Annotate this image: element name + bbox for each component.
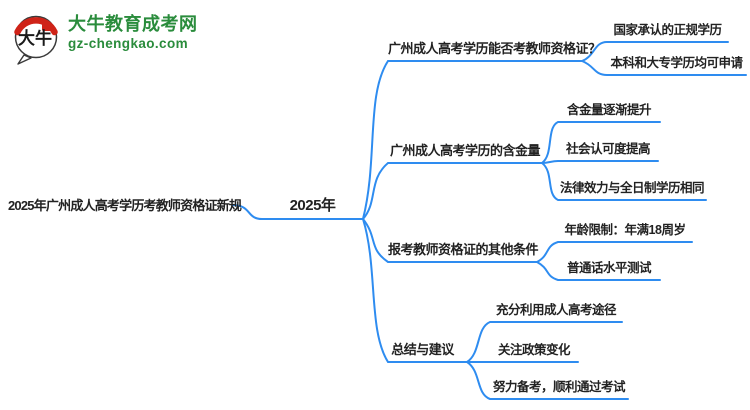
leaf-node-3-2[interactable]: 普通话水平测试 <box>566 261 652 275</box>
root-node[interactable]: 2025年广州成人高考学历考教师资格证新规 <box>8 198 242 213</box>
site-domain: gz-chengkao.com <box>68 36 189 51</box>
logo-icon-text: 大牛 <box>18 28 52 48</box>
site-logo: 大牛 大牛教育成考网 gz-chengkao.com <box>10 10 198 66</box>
leaf-node-1-2[interactable]: 本科和大专学历均可申请 <box>610 56 743 70</box>
daniu-logo-icon: 大牛 <box>14 15 58 65</box>
leaf-node-2-1[interactable]: 含金量逐渐提升 <box>566 103 652 117</box>
center-node[interactable]: 2025年 <box>289 197 336 214</box>
logo-text-block: 大牛教育成考网 gz-chengkao.com <box>68 10 198 52</box>
site-name: 大牛教育成考网 <box>68 14 198 34</box>
branch-node-2[interactable]: 广州成人高考学历的含金量 <box>389 143 541 158</box>
leaf-node-1-1[interactable]: 国家承认的正规学历 <box>613 23 722 37</box>
leaf-node-4-1[interactable]: 充分利用成人高考途径 <box>495 303 617 317</box>
leaf-node-2-3[interactable]: 法律效力与全日制学历相同 <box>559 181 705 195</box>
branch-node-4[interactable]: 总结与建议 <box>391 342 454 357</box>
branch-node-3[interactable]: 报考教师资格证的其他条件 <box>388 242 539 257</box>
leaf-node-4-2[interactable]: 关注政策变化 <box>497 343 571 357</box>
branch-node-1[interactable]: 广州成人高考学历能否考教师资格证？ <box>388 41 601 56</box>
leaf-node-3-1[interactable]: 年龄限制：年满18周岁 <box>564 223 686 237</box>
leaf-node-4-3[interactable]: 努力备考，顺利通过考试 <box>492 380 626 394</box>
leaf-node-2-2[interactable]: 社会认可度提高 <box>565 142 651 156</box>
